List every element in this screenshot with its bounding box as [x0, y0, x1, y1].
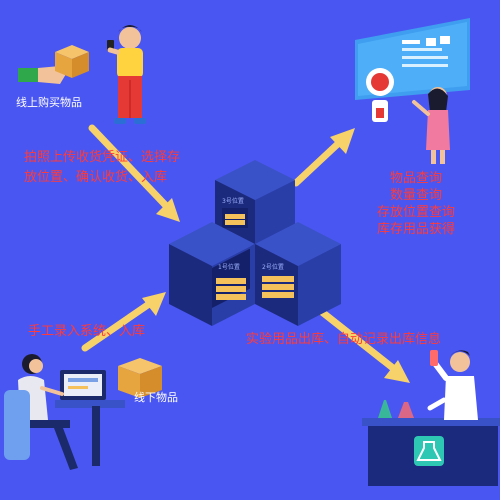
arrow-storage-to-lab [318, 308, 410, 383]
cabinet-3-label: 3号位置 [222, 198, 244, 205]
online-purchase-label: 线上购买物品 [16, 96, 82, 109]
beaker-icon [398, 402, 414, 418]
cabinet-2 [255, 222, 341, 326]
arrow-storage-to-query [292, 128, 355, 187]
cabinet-1 [169, 222, 255, 326]
offline-item-label: 线下物品 [134, 391, 178, 404]
query-list: 物品查询 数量查询 存放位置查询 库存用品获得 [356, 170, 476, 238]
sleeve-icon [18, 68, 38, 82]
woman-presenting [412, 87, 450, 164]
flask-badge-icon [414, 436, 444, 466]
cabinet-2-label: 2号位置 [262, 264, 284, 271]
query-item-1: 物品查询 [389, 171, 442, 186]
query-item-2: 数量查询 [389, 188, 442, 203]
query-illustration [355, 18, 470, 164]
manual-entry-label: 手工录入系统、入库 [28, 324, 146, 339]
cabinet-1-label: 1号位置 [218, 264, 240, 271]
arrow-online-to-storage [88, 124, 180, 222]
photo-upload-line-1: 拍照上传收货凭证、选择存 [24, 150, 181, 165]
chair-icon [4, 390, 30, 460]
flask-icon [378, 400, 392, 418]
lab-illustration [362, 350, 500, 486]
package-box-icon [55, 45, 89, 78]
checkout-label: 实验用品出库、自动记录出库信息 [246, 332, 442, 347]
arrow-offline-to-storage [81, 292, 166, 352]
online-purchase-illustration [18, 25, 146, 124]
offline-box-icon [118, 358, 162, 398]
query-item-4: 库存用品获得 [376, 222, 455, 237]
man-with-phone [107, 25, 146, 124]
storage-cabinets [169, 160, 341, 326]
offline-entry-illustration [4, 354, 162, 470]
query-item-3: 存放位置查询 [376, 205, 455, 220]
photo-upload-line-2: 放位置、确认收货、入库 [24, 170, 168, 185]
scientist [427, 350, 478, 420]
